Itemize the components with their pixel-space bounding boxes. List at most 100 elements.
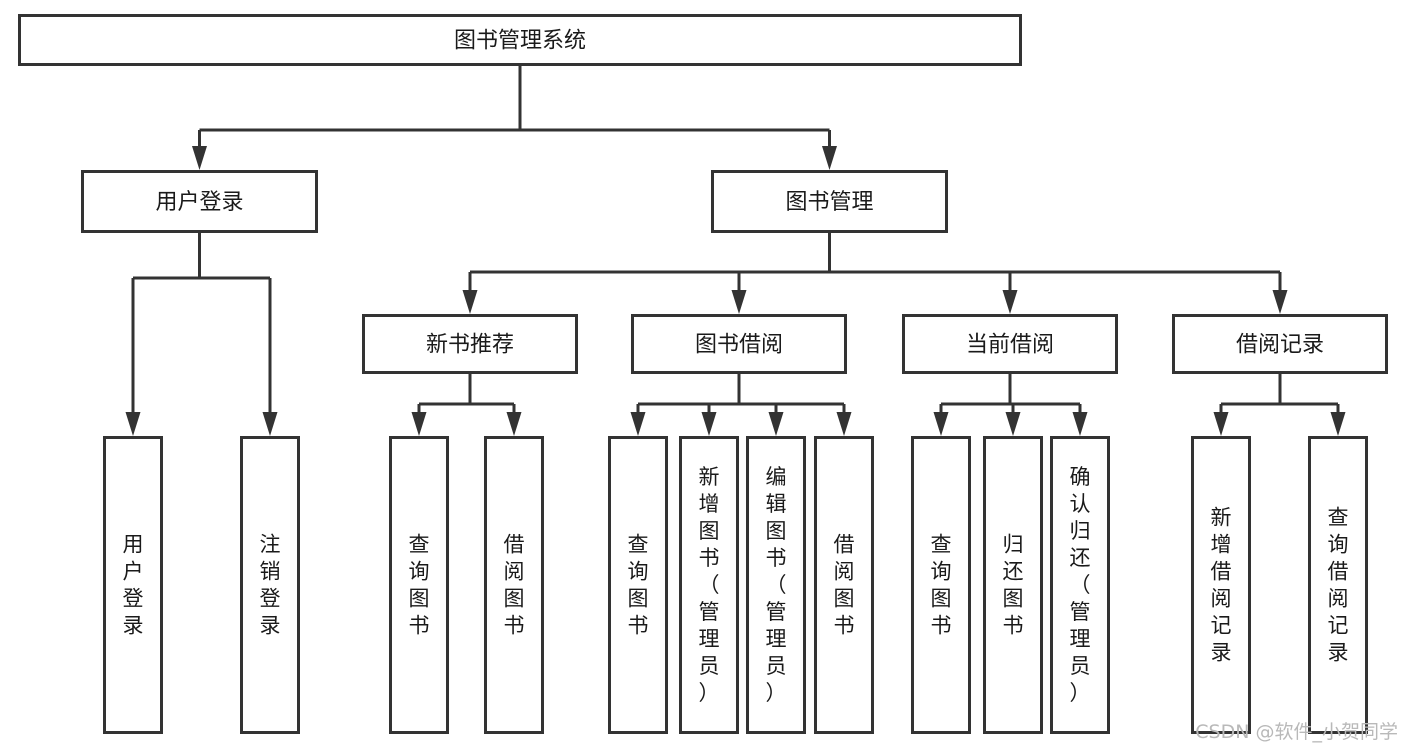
- node-box[interactable]: [983, 436, 1043, 734]
- node-label: 编辑图书（管理员）: [766, 465, 787, 705]
- node-label: 图书管理系统: [454, 29, 586, 54]
- connector-branch: [630, 404, 646, 436]
- node-label: 新增借阅记录: [1211, 506, 1232, 665]
- node-box[interactable]: [1050, 436, 1110, 734]
- node-box[interactable]: [1308, 436, 1368, 734]
- node-box[interactable]: [911, 436, 971, 734]
- node-box[interactable]: [103, 436, 163, 734]
- node-leaf-6[interactable]: 编辑图书（管理员）: [746, 436, 806, 734]
- node-label: 新书推荐: [426, 333, 514, 358]
- connector-branch: [933, 404, 949, 436]
- node-root-0[interactable]: 图书管理系统: [18, 14, 1022, 66]
- node-box[interactable]: [746, 436, 806, 734]
- arrowhead-icon: [125, 412, 141, 436]
- node-label: 当前借阅: [966, 333, 1054, 358]
- connector-branch: [822, 130, 837, 170]
- node-box[interactable]: [362, 314, 578, 374]
- arrowhead-icon: [836, 412, 852, 436]
- node-leaf-8[interactable]: 查询图书: [911, 436, 971, 734]
- node-l3-2[interactable]: 当前借阅: [902, 314, 1118, 374]
- node-leaf-1[interactable]: 注销登录: [240, 436, 300, 734]
- node-leaf-7[interactable]: 借阅图书: [814, 436, 874, 734]
- node-box[interactable]: [18, 14, 1022, 66]
- arrowhead-icon: [411, 412, 427, 436]
- connector-branch: [192, 130, 207, 170]
- node-leaf-12[interactable]: 查询借阅记录: [1308, 436, 1368, 734]
- arrowhead-icon: [701, 412, 717, 436]
- arrowhead-icon: [768, 412, 784, 436]
- arrowhead-icon: [506, 412, 522, 436]
- node-leaf-4[interactable]: 查询图书: [608, 436, 668, 734]
- node-l3-3[interactable]: 借阅记录: [1172, 314, 1388, 374]
- node-label: 查询图书: [931, 533, 952, 638]
- connector-branch: [1072, 404, 1088, 436]
- node-box[interactable]: [814, 436, 874, 734]
- node-label: 查询图书: [628, 533, 649, 638]
- node-label: 确认归还（管理员）: [1070, 465, 1091, 705]
- node-label: 借阅记录: [1236, 333, 1324, 358]
- arrowhead-icon: [462, 290, 478, 314]
- node-box[interactable]: [81, 170, 318, 233]
- node-leaf-9[interactable]: 归还图书: [983, 436, 1043, 734]
- connector-branch: [125, 278, 141, 436]
- node-label: 归还图书: [1003, 533, 1024, 638]
- node-l3-1[interactable]: 图书借阅: [631, 314, 847, 374]
- node-box[interactable]: [1191, 436, 1251, 734]
- connector-branch: [1330, 404, 1346, 436]
- node-l3-0[interactable]: 新书推荐: [362, 314, 578, 374]
- connector-branch: [411, 404, 427, 436]
- node-label: 注销登录: [260, 533, 281, 638]
- connector-branch: [506, 404, 522, 436]
- connector-branch: [1213, 404, 1229, 436]
- connector-branch: [462, 272, 478, 314]
- node-box[interactable]: [631, 314, 847, 374]
- node-leaf-11[interactable]: 新增借阅记录: [1191, 436, 1251, 734]
- arrowhead-icon: [1002, 290, 1018, 314]
- node-label: 用户登录: [123, 533, 144, 638]
- arrowhead-icon: [1330, 412, 1346, 436]
- arrowhead-icon: [933, 412, 949, 436]
- arrowhead-icon: [262, 412, 278, 436]
- arrowhead-icon: [630, 412, 646, 436]
- node-label: 用户登录: [155, 190, 243, 215]
- node-label: 借阅图书: [504, 533, 525, 638]
- node-box[interactable]: [484, 436, 544, 734]
- arrowhead-icon: [192, 146, 207, 170]
- connector-layer: [125, 66, 1346, 436]
- arrowhead-icon: [1213, 412, 1229, 436]
- node-label: 借阅图书: [834, 533, 855, 638]
- arrowhead-icon: [731, 290, 747, 314]
- node-l2-0[interactable]: 用户登录: [81, 170, 318, 233]
- connector-branch: [1002, 272, 1018, 314]
- node-box[interactable]: [240, 436, 300, 734]
- node-label: 新增图书（管理员）: [699, 465, 720, 705]
- node-box[interactable]: [902, 314, 1118, 374]
- connector-branch: [1272, 272, 1288, 314]
- node-leaf-0[interactable]: 用户登录: [103, 436, 163, 734]
- node-box[interactable]: [608, 436, 668, 734]
- connector-branch: [1005, 404, 1021, 436]
- node-layer: 图书管理系统用户登录图书管理新书推荐图书借阅当前借阅借阅记录用户登录注销登录查询…: [18, 14, 1388, 734]
- csdn-watermark: CSDN @软件_小贺同学: [1195, 721, 1398, 743]
- node-leaf-2[interactable]: 查询图书: [389, 436, 449, 734]
- node-box[interactable]: [389, 436, 449, 734]
- connector-branch: [768, 404, 784, 436]
- node-label: 查询图书: [409, 533, 430, 638]
- node-box[interactable]: [1172, 314, 1388, 374]
- connector-branch: [701, 404, 717, 436]
- arrowhead-icon: [1005, 412, 1021, 436]
- node-label: 查询借阅记录: [1328, 506, 1349, 665]
- node-leaf-3[interactable]: 借阅图书: [484, 436, 544, 734]
- node-l2-1[interactable]: 图书管理: [711, 170, 948, 233]
- node-box[interactable]: [711, 170, 948, 233]
- node-label: 图书管理: [785, 190, 873, 215]
- node-leaf-5[interactable]: 新增图书（管理员）: [679, 436, 739, 734]
- connector-branch: [731, 272, 747, 314]
- connector-branch: [262, 278, 278, 436]
- node-box[interactable]: [679, 436, 739, 734]
- connector-branch: [836, 404, 852, 436]
- node-leaf-10[interactable]: 确认归还（管理员）: [1050, 436, 1110, 734]
- node-label: 图书借阅: [695, 333, 783, 358]
